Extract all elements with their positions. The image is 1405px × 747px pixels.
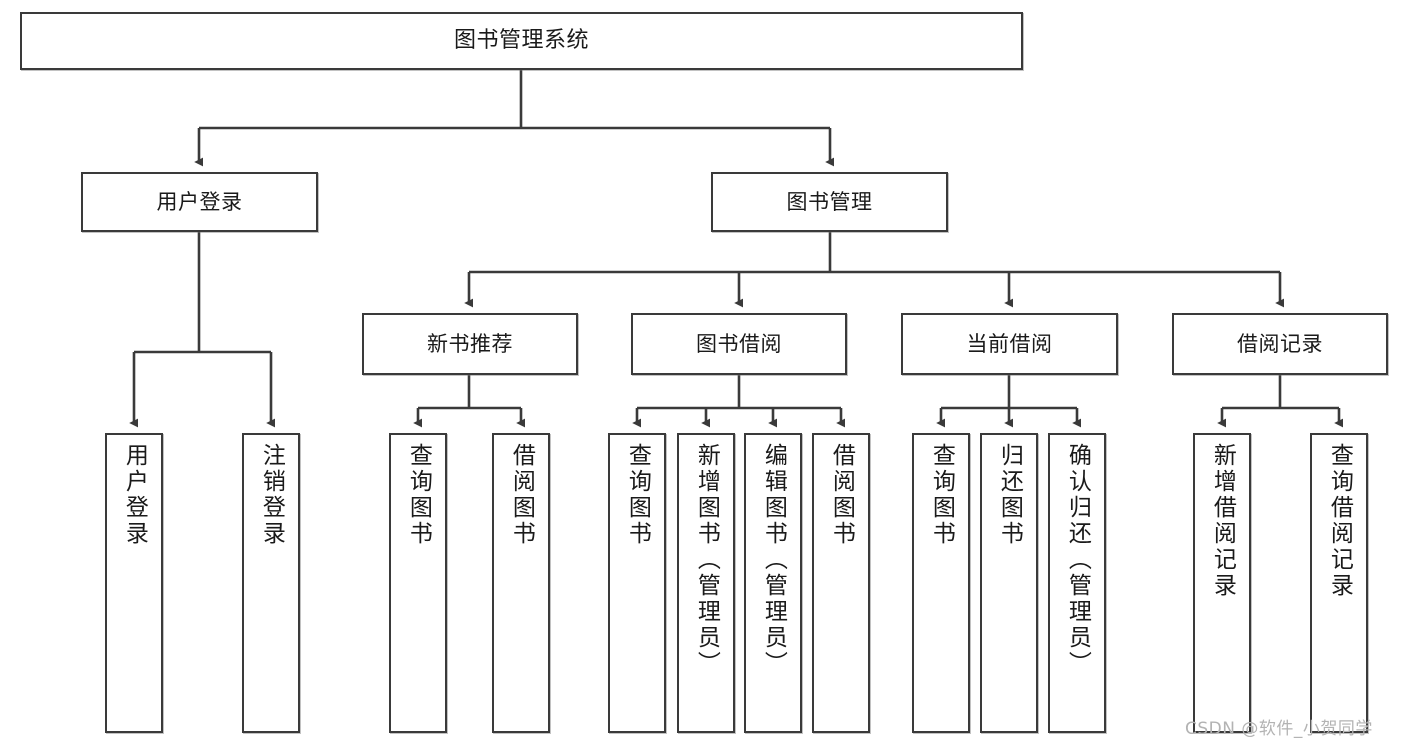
node-label: 确认归还（管理员） [1064, 443, 1091, 677]
leaf-book-borrow-edit-book[interactable]: 编辑图书（管理员） [744, 433, 802, 733]
leaf-current-borrow-query-book[interactable]: 查询图书 [912, 433, 970, 733]
node-label: 新增借阅记录 [1209, 443, 1236, 599]
node-new-book-recommend[interactable]: 新书推荐 [362, 313, 578, 375]
node-label: 编辑图书（管理员） [760, 443, 787, 677]
node-label: 注销登录 [258, 443, 285, 547]
node-label: 归还图书 [996, 443, 1023, 547]
node-label: 借阅记录 [1237, 331, 1323, 356]
leaf-book-borrow-query-book[interactable]: 查询图书 [608, 433, 666, 733]
node-current-borrow[interactable]: 当前借阅 [901, 313, 1118, 375]
leaf-user-login-logout[interactable]: 注销登录 [242, 433, 300, 733]
leaf-borrow-record-query-record[interactable]: 查询借阅记录 [1310, 433, 1368, 733]
node-label: 新书推荐 [427, 331, 513, 356]
node-label: 图书管理 [786, 189, 873, 214]
leaf-current-borrow-return-book[interactable]: 归还图书 [980, 433, 1038, 733]
node-label: 查询图书 [624, 443, 651, 547]
node-label: 借阅图书 [828, 443, 855, 547]
leaf-book-borrow-borrow-book[interactable]: 借阅图书 [812, 433, 870, 733]
leaf-new-book-borrow-book[interactable]: 借阅图书 [492, 433, 550, 733]
leaf-new-book-query-book[interactable]: 查询图书 [389, 433, 447, 733]
leaf-borrow-record-add-record[interactable]: 新增借阅记录 [1193, 433, 1251, 733]
node-label: 查询图书 [928, 443, 955, 547]
node-label: 查询借阅记录 [1326, 443, 1353, 599]
leaf-user-login-login[interactable]: 用户登录 [105, 433, 163, 733]
leaf-current-borrow-confirm-return[interactable]: 确认归还（管理员） [1048, 433, 1106, 733]
node-borrow-record[interactable]: 借阅记录 [1172, 313, 1388, 375]
node-label: 当前借阅 [966, 331, 1053, 356]
node-label: 图书管理系统 [453, 28, 589, 54]
leaf-book-borrow-add-book[interactable]: 新增图书（管理员） [677, 433, 735, 733]
node-book-borrow[interactable]: 图书借阅 [631, 313, 847, 375]
csdn-watermark: CSDN @软件_小贺同学 [1185, 719, 1373, 739]
node-root-system[interactable]: 图书管理系统 [20, 12, 1023, 70]
node-label: 查询图书 [405, 443, 432, 547]
node-user-login[interactable]: 用户登录 [81, 172, 318, 232]
node-label: 借阅图书 [508, 443, 535, 547]
node-label: 图书借阅 [696, 331, 782, 356]
node-book-management[interactable]: 图书管理 [711, 172, 948, 232]
node-label: 用户登录 [156, 189, 243, 214]
node-label: 用户登录 [121, 443, 148, 547]
node-label: 新增图书（管理员） [693, 443, 720, 677]
